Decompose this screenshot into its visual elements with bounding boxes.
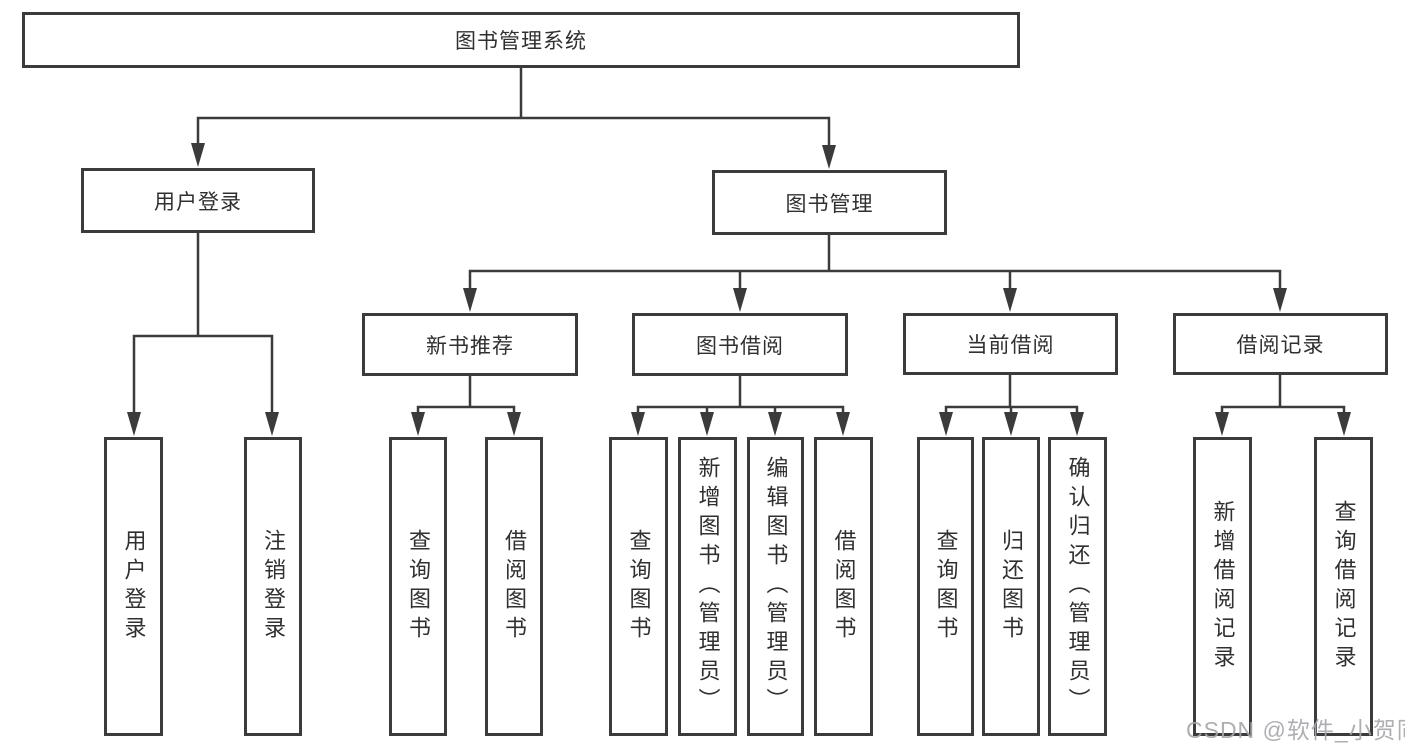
leaf-borrow-books-1: 借阅图书 <box>485 437 543 736</box>
node-book-management: 图书管理 <box>712 170 947 235</box>
node-label: 确认归还（管理员） <box>1065 456 1091 717</box>
node-label: 查询图书 <box>406 528 431 645</box>
arrow-down-icon <box>1004 412 1018 436</box>
arrow-down-icon <box>822 145 836 169</box>
node-label: 图书管理 <box>785 192 874 216</box>
node-label: 查询图书 <box>626 528 652 645</box>
leaf-add-books-admin: 新增图书（管理员） <box>678 437 737 736</box>
arrow-down-icon <box>191 143 205 167</box>
node-label: 查询借阅记录 <box>1331 499 1357 674</box>
leaf-add-borrow-record: 新增借阅记录 <box>1193 437 1252 736</box>
node-user-login: 用户登录 <box>81 168 315 233</box>
leaf-query-books-2: 查询图书 <box>609 437 668 736</box>
node-label: 新书推荐 <box>426 334 514 358</box>
arrow-down-icon <box>939 412 953 436</box>
leaf-borrow-books-2: 借阅图书 <box>814 437 873 736</box>
node-new-book-recommendation: 新书推荐 <box>362 313 578 376</box>
node-label: 注销登录 <box>261 528 286 645</box>
node-label: 用户登录 <box>121 528 147 645</box>
arrow-down-icon <box>733 288 747 312</box>
arrow-down-icon <box>127 412 141 436</box>
arrow-down-icon <box>1337 412 1351 436</box>
arrow-down-icon <box>463 288 477 312</box>
arrow-down-icon <box>411 412 425 436</box>
arrow-down-icon <box>836 412 850 436</box>
node-borrowing-records: 借阅记录 <box>1173 313 1388 375</box>
leaf-query-books-3: 查询图书 <box>917 437 974 736</box>
node-label: 图书管理系统 <box>455 30 587 53</box>
arrow-down-icon <box>1215 412 1229 436</box>
node-label: 新增借阅记录 <box>1210 499 1236 674</box>
leaf-query-books-1: 查询图书 <box>389 437 447 736</box>
node-label: 当前借阅 <box>966 334 1055 357</box>
arrow-down-icon <box>1003 288 1017 312</box>
node-label: 图书借阅 <box>696 334 784 358</box>
leaf-confirm-return-admin: 确认归还（管理员） <box>1048 437 1107 736</box>
arrow-down-icon <box>700 412 714 436</box>
leaf-return-books: 归还图书 <box>982 437 1040 736</box>
arrow-down-icon <box>265 412 279 436</box>
arrow-down-icon <box>1070 412 1084 436</box>
csdn-watermark: CSDN @软件_小贺同学 <box>1186 717 1405 743</box>
node-library-management-system: 图书管理系统 <box>22 12 1020 68</box>
node-label: 用户登录 <box>154 190 242 214</box>
node-label: 查询图书 <box>933 528 959 645</box>
node-label: 借阅图书 <box>831 528 857 645</box>
leaf-query-borrow-record: 查询借阅记录 <box>1314 437 1373 736</box>
leaf-edit-books-admin: 编辑图书（管理员） <box>747 437 804 736</box>
node-book-borrowing: 图书借阅 <box>632 313 848 376</box>
node-label: 编辑图书（管理员） <box>763 456 789 717</box>
arrow-down-icon <box>507 412 521 436</box>
arrow-down-icon <box>1273 288 1287 312</box>
node-label: 新增图书（管理员） <box>695 456 721 717</box>
node-label: 借阅记录 <box>1236 334 1325 357</box>
node-label: 借阅图书 <box>502 528 527 645</box>
arrow-down-icon <box>768 412 782 436</box>
node-label: 归还图书 <box>999 528 1024 645</box>
node-current-borrowing: 当前借阅 <box>903 313 1118 375</box>
arrow-down-icon <box>631 412 645 436</box>
leaf-user-login: 用户登录 <box>104 437 163 736</box>
leaf-logout: 注销登录 <box>244 437 302 736</box>
